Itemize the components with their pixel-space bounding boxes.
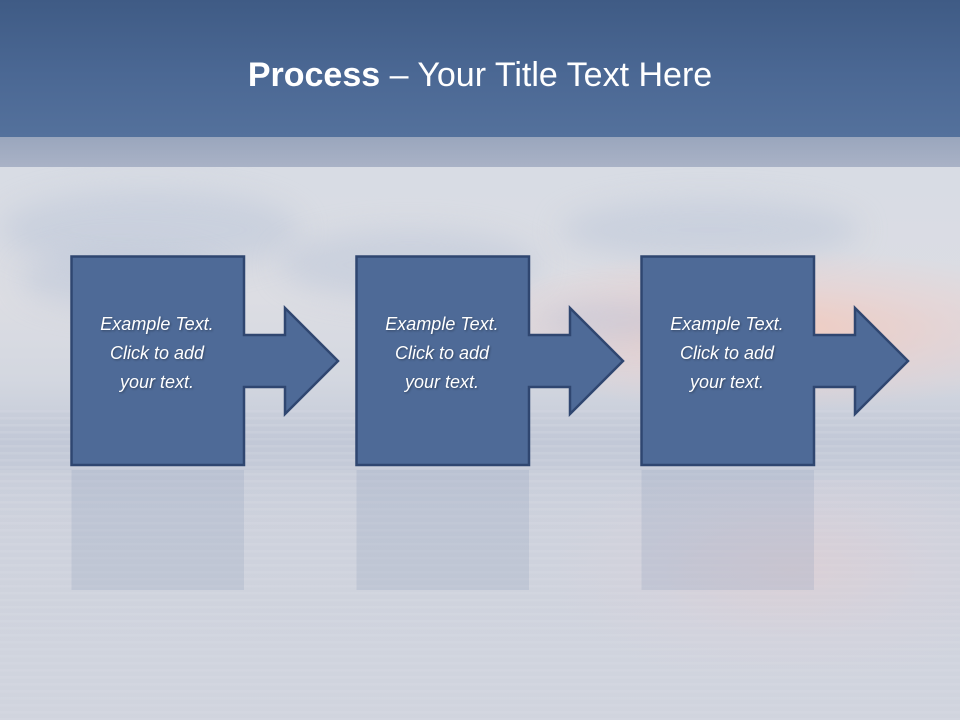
slide-title-bold: Process (247, 56, 381, 94)
step-reflection (641, 470, 814, 590)
step-reflection (356, 470, 529, 590)
step-text[interactable]: Example Text. Click to add your text. (100, 314, 214, 392)
process-step-3[interactable]: Example Text. Click to add your text. (640, 255, 960, 467)
step-text[interactable]: Example Text. Click to add your text. (670, 314, 784, 392)
step-reflection (71, 470, 244, 590)
step-text[interactable]: Example Text. Click to add your text. (385, 314, 499, 392)
process-step-1[interactable]: Example Text. Click to add your text. (70, 255, 410, 467)
header-band (0, 137, 960, 167)
step-arrow-shape (70, 255, 340, 467)
slide-title-rest: – Your Title Text Here (380, 56, 713, 94)
step-arrow-shape (355, 255, 625, 467)
process-step-2[interactable]: Example Text. Click to add your text. (355, 255, 695, 467)
slide-title[interactable]: Process – Your Title Text Here (0, 52, 960, 98)
step-arrow-shape (640, 255, 910, 467)
title-bar (0, 0, 960, 137)
